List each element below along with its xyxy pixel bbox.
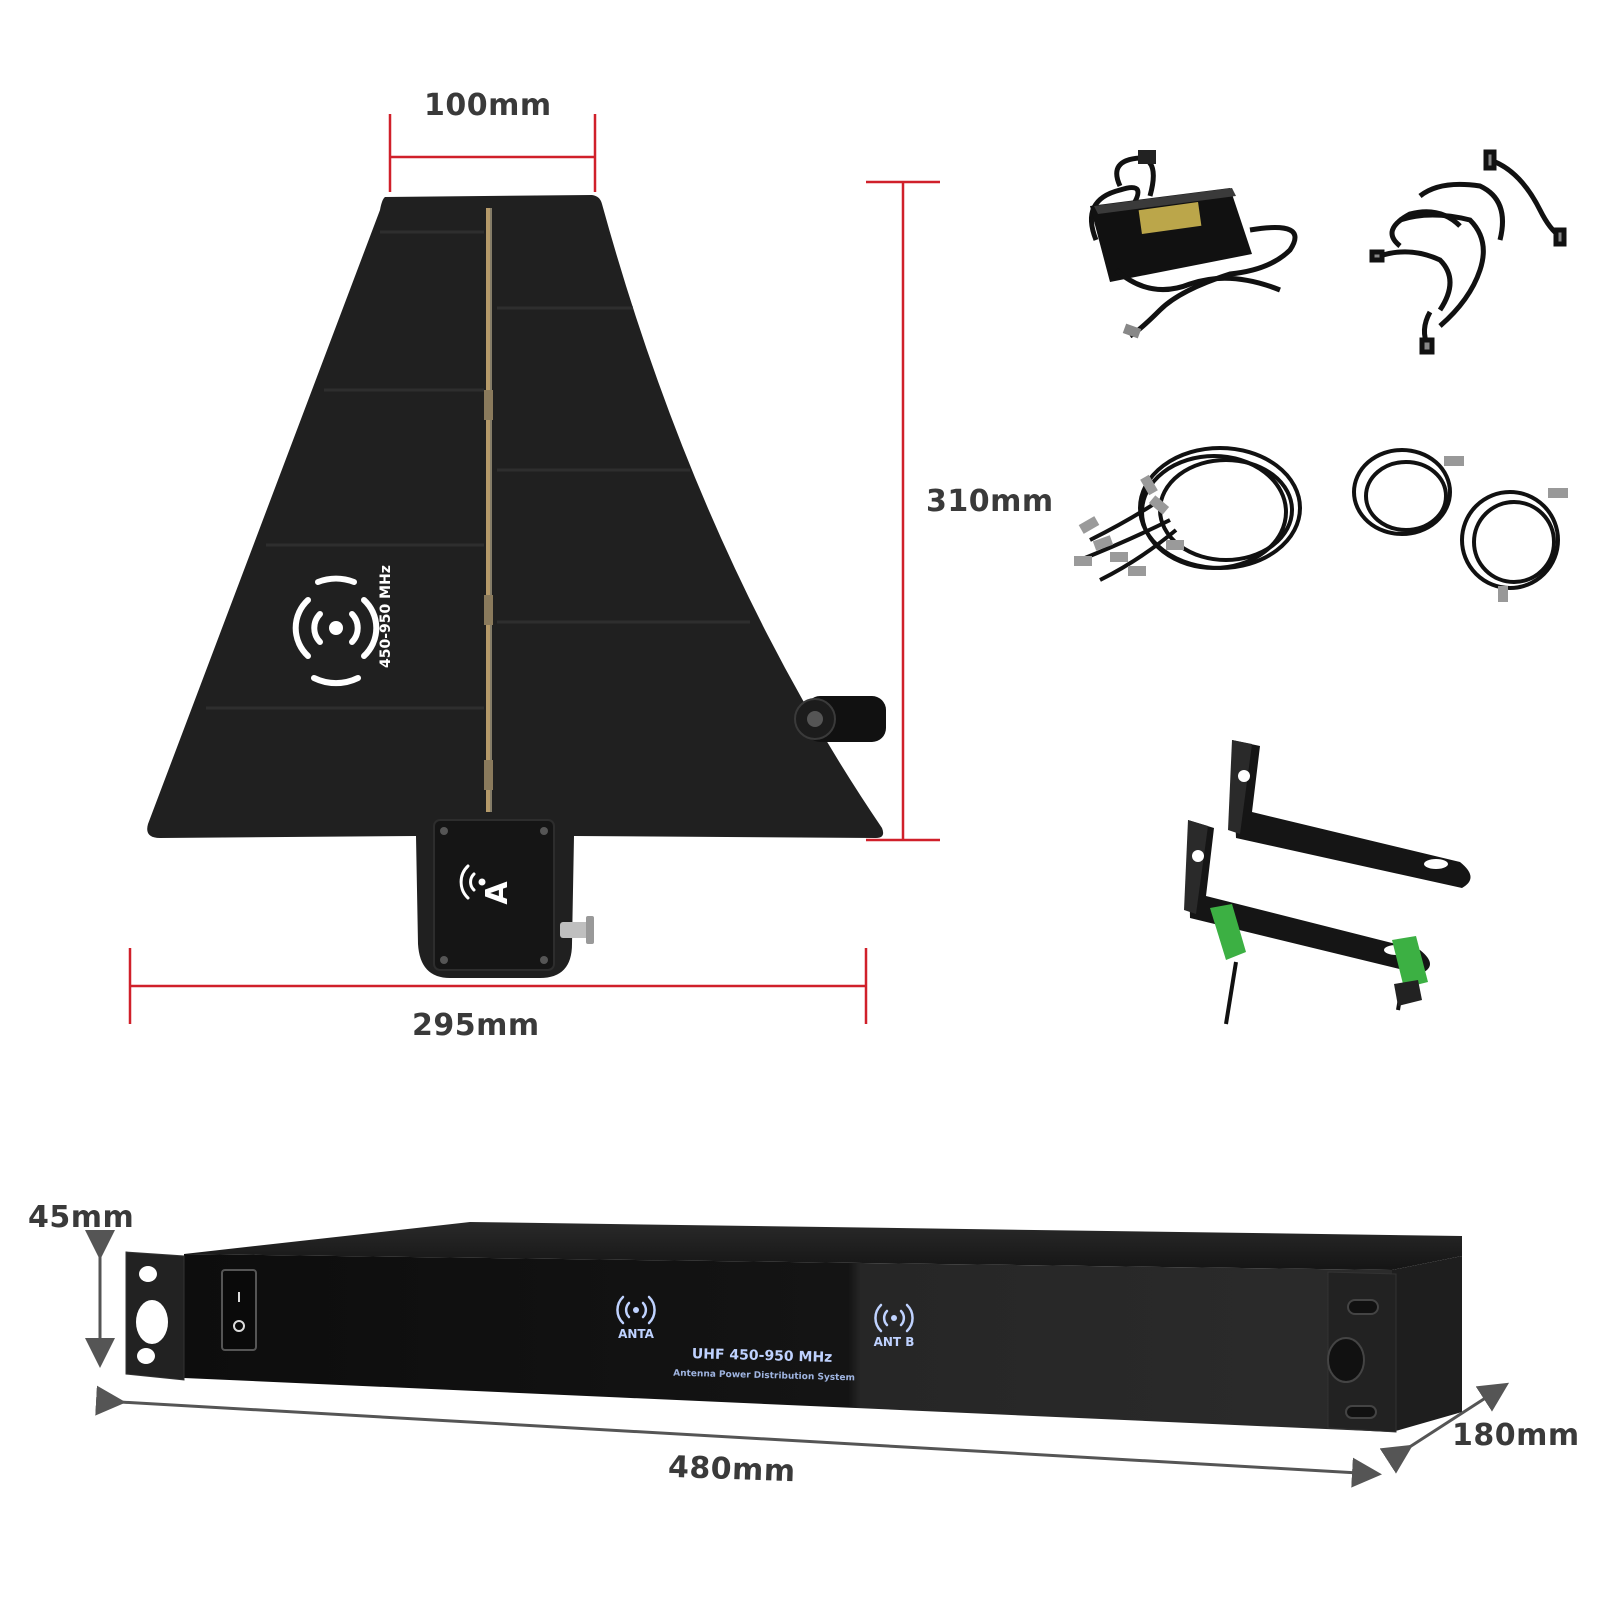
bnc-cable-bundle-image <box>1074 446 1302 582</box>
port-antenna-icon <box>459 864 486 900</box>
antenna-height-label: 310mm <box>926 484 1054 519</box>
rack-width-label: 480mm <box>667 1449 797 1490</box>
antenna-top-width-label: 100mm <box>424 88 552 123</box>
rack-ant-b-label: ANT B <box>874 1335 915 1349</box>
rack-model-label: UHF 450-950 MHz <box>692 1346 833 1366</box>
antenna-group: 450-950 MHz A <box>147 195 886 978</box>
rack-height-label: 45mm <box>28 1200 135 1235</box>
rack-unit-group: ANTA ANT B UHF 450-950 MHz Antenna Power… <box>125 1222 1462 1433</box>
antenna-bottom-width-label: 295mm <box>412 1008 540 1043</box>
power-adapter-image <box>1089 150 1298 339</box>
wireless-signal-icon <box>292 575 380 687</box>
rack-dimension-arrows <box>85 1230 1510 1488</box>
antenna-frequency-label: 450-950 MHz <box>378 565 394 668</box>
rack-ant-a-icon <box>616 1295 656 1325</box>
rack-system-label: Antenna Power Distribution System <box>673 1369 855 1384</box>
rack-depth-label: 180mm <box>1452 1418 1580 1453</box>
mount-knob <box>794 696 886 742</box>
antenna-dimension-lines <box>128 114 940 1024</box>
rack-top-surface <box>184 1222 1462 1270</box>
coax-cables-image <box>1352 448 1568 602</box>
port-letter: A <box>480 881 515 905</box>
rack-power-switch <box>221 1269 257 1351</box>
rack-brackets-image <box>1184 740 1471 1025</box>
rack-ant-b-icon <box>874 1303 914 1333</box>
rack-ant-a-label: ANTA <box>618 1327 655 1341</box>
dc-splitter-cable-image <box>1369 149 1567 355</box>
antenna-port-plate <box>433 819 555 971</box>
bnc-connector <box>560 916 594 944</box>
rack-front-panel <box>184 1254 1392 1432</box>
